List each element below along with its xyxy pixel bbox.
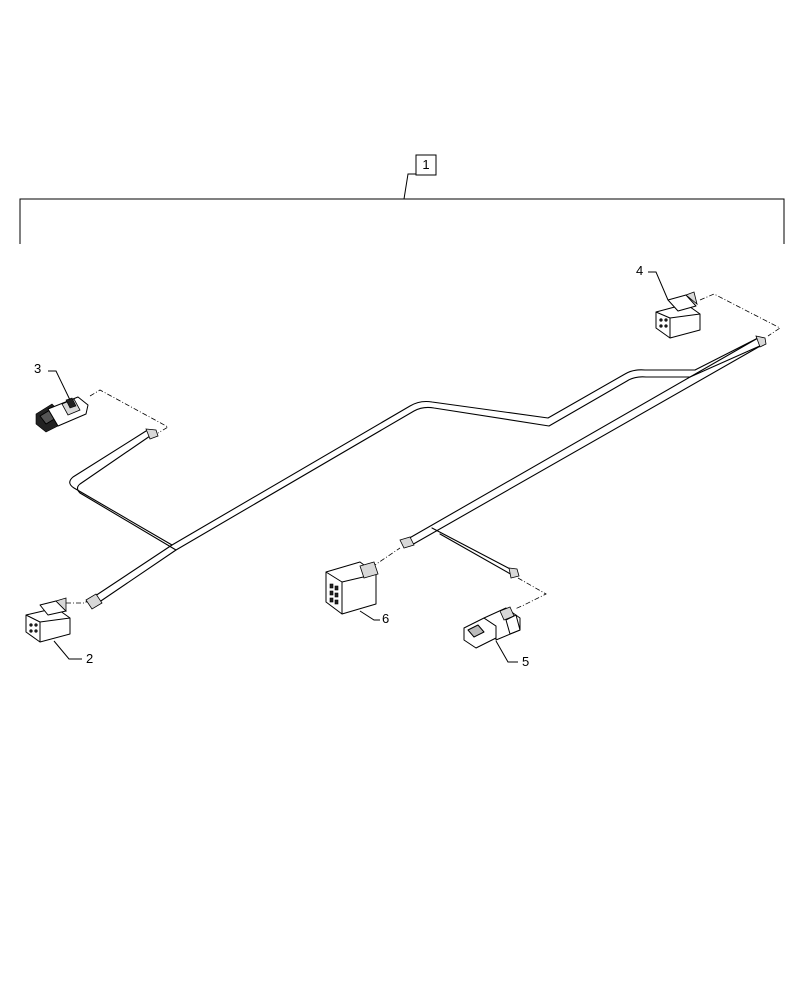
callout-5: 5 [522, 654, 529, 669]
callout-4: 4 [636, 263, 643, 278]
callout-box-1 [415, 154, 437, 176]
callout-3: 3 [34, 361, 41, 376]
assembly-bracket: 1 [19, 154, 785, 244]
connector-5[interactable] [463, 606, 521, 649]
callout-leader-3 [48, 370, 71, 401]
callout-leader-2 [53, 640, 82, 660]
callout-2: 2 [86, 651, 93, 666]
callout-leader-4 [648, 271, 669, 301]
wire-harness [69, 335, 767, 610]
connector-2[interactable] [25, 597, 71, 643]
connector-3[interactable] [35, 396, 89, 433]
callout-leader-6 [359, 610, 380, 621]
callout-6: 6 [382, 611, 389, 626]
leader-lines [66, 293, 781, 610]
callout-leader-5 [495, 640, 518, 663]
connector-6[interactable] [325, 561, 379, 615]
callout-1: 1 [422, 157, 429, 172]
connector-4[interactable] [655, 291, 701, 339]
